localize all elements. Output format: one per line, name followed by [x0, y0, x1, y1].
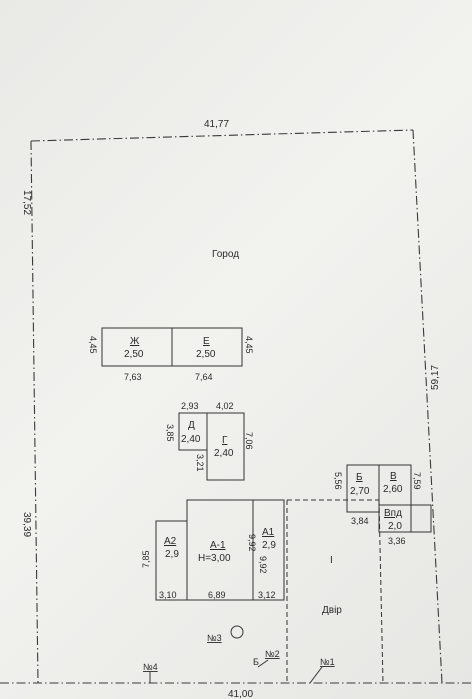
building-zh-depth: 4,45: [88, 336, 98, 354]
building-a1-height: 2,9: [262, 540, 276, 551]
building-d-height: 2,40: [181, 434, 201, 445]
building-a2-letter: А2: [164, 536, 177, 547]
plot-right-length: 59,17: [430, 365, 441, 390]
well-marker: [230, 625, 244, 639]
building-d-side: 3,85: [165, 424, 175, 442]
plot-left-upper-length: 17,52: [21, 190, 32, 215]
marker-arrows: [149, 659, 323, 684]
marker-n4: №4: [143, 662, 158, 672]
building-a-1-side: 9,92: [247, 534, 257, 552]
building-zh: [101, 327, 173, 367]
building-vpd-width: 3,36: [388, 536, 406, 546]
yard-roman: І: [330, 555, 333, 566]
building-v-side: 7,59: [412, 472, 422, 490]
garden-label: Город: [212, 249, 239, 260]
building-g-letter: Г: [222, 435, 228, 446]
building-a2-width: 3,10: [159, 590, 177, 600]
building-a1: [252, 499, 285, 601]
marker-n3: №3: [207, 633, 222, 643]
plot-boundary: [0, 129, 472, 684]
building-ye-height: 2,50: [196, 349, 216, 360]
plot-left-lower-length: 39,39: [21, 512, 32, 537]
building-a1-width: 3,12: [258, 590, 276, 600]
building-a-1-letter: А-1: [210, 540, 226, 551]
building-a-1-height: Н=3,00: [198, 553, 231, 564]
building-ye-depth: 4,45: [244, 336, 254, 354]
building-a2: [155, 520, 188, 601]
building-vpd-height: 2,0: [388, 521, 402, 532]
building-zh-height: 2,50: [124, 349, 144, 360]
building-zh-width: 7,63: [124, 372, 142, 382]
building-d-letter: Д: [188, 420, 195, 431]
building-b-height: 2,70: [350, 486, 370, 497]
building-g-side-left: 3,21: [195, 454, 205, 472]
building-a2-side: 7,85: [141, 550, 151, 568]
building-zh-letter: Ж: [130, 336, 140, 347]
plot-top-length: 41,77: [204, 119, 229, 130]
building-vpd-letter: Впд: [384, 508, 402, 519]
marker-n2: №2: [265, 649, 280, 659]
building-v-letter: В: [390, 471, 397, 482]
yard-label: Двір: [322, 605, 342, 616]
building-a1-side: 9,92: [258, 556, 268, 574]
building-a-1-width: 6,89: [208, 590, 226, 600]
building-b-width: 3,84: [351, 516, 369, 526]
building-g-side-right: 7,06: [244, 432, 254, 450]
building-a1-letter: А1: [262, 527, 275, 538]
building-a2-height: 2,9: [165, 549, 179, 560]
building-ye-letter: Е: [203, 336, 210, 347]
building-v-height: 2,60: [383, 484, 403, 495]
building-ye-width: 7,64: [195, 372, 213, 382]
building-vpd: [378, 504, 432, 533]
building-d-top-width: 2,93: [181, 401, 199, 411]
plot-bottom-length: 41,00: [228, 689, 253, 699]
marker-b: Б: [253, 657, 259, 667]
marker-n1: №1: [320, 657, 335, 667]
building-g-top-width: 4,02: [216, 401, 234, 411]
building-g: [206, 412, 245, 481]
yard-outline: [286, 499, 384, 684]
building-b-side: 5,56: [333, 472, 343, 490]
building-g-height: 2,40: [214, 448, 234, 459]
building-b-letter: Б: [356, 472, 363, 483]
building-ye: [171, 327, 243, 367]
